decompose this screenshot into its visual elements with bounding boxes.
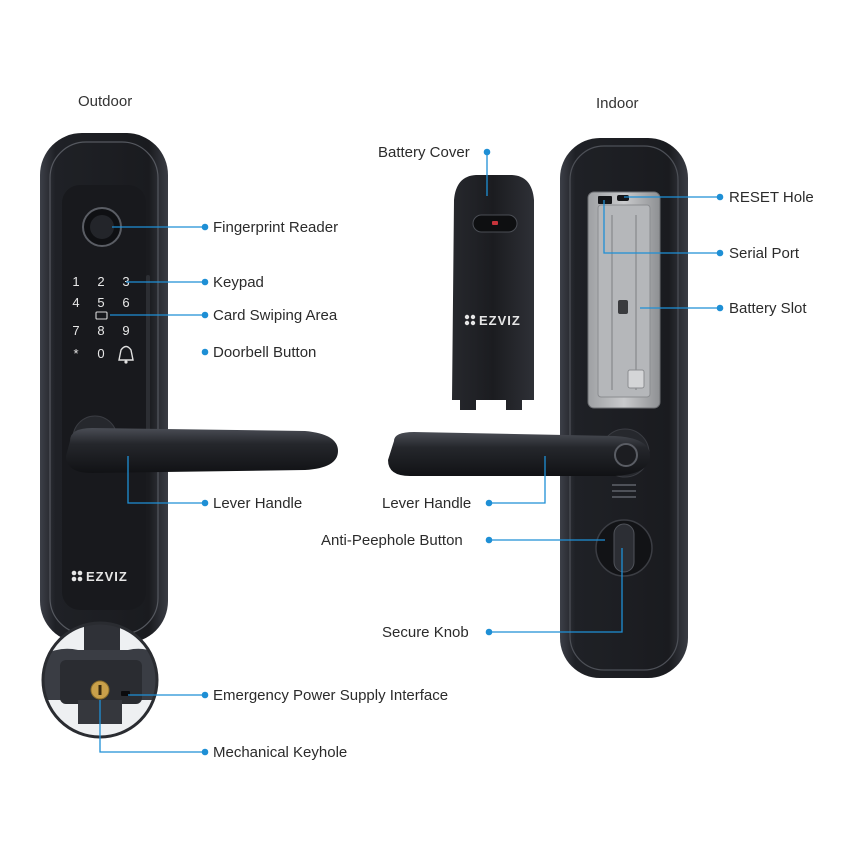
outdoor-front-panel xyxy=(62,185,146,610)
outdoor-lever-handle[interactable] xyxy=(66,428,338,473)
key-8[interactable]: 8 xyxy=(97,323,104,338)
label-reset-hole: RESET Hole xyxy=(729,189,814,206)
indoor-lock xyxy=(560,138,688,678)
key-6[interactable]: 6 xyxy=(122,295,129,310)
label-keypad: Keypad xyxy=(213,274,264,291)
secure-knob[interactable] xyxy=(613,523,635,573)
label-battery-cover: Battery Cover xyxy=(378,144,470,161)
label-anti-peephole: Anti-Peephole Button xyxy=(321,532,463,549)
outdoor-ezviz-logo: EZVIZ xyxy=(71,569,128,584)
label-secure-knob: Secure Knob xyxy=(382,624,469,641)
key-2[interactable]: 2 xyxy=(97,274,104,289)
label-lever-handle-outdoor: Lever Handle xyxy=(213,495,302,512)
indoor-lever-handle[interactable] xyxy=(388,432,650,476)
battery-cover[interactable]: EZVIZ xyxy=(452,175,534,410)
label-mechanical-keyhole: Mechanical Keyhole xyxy=(213,744,347,761)
label-emergency-power: Emergency Power Supply Interface xyxy=(213,687,448,704)
key-star[interactable]: * xyxy=(73,346,78,361)
indoor-leaders xyxy=(483,148,724,636)
key-0[interactable]: 0 xyxy=(97,346,104,361)
card-icon xyxy=(95,311,108,320)
outdoor-leaders xyxy=(99,223,209,756)
label-serial-port: Serial Port xyxy=(729,245,800,262)
emergency-power-port[interactable] xyxy=(121,691,130,696)
reset-hole[interactable] xyxy=(617,195,629,201)
doorbell-icon[interactable] xyxy=(118,345,134,364)
key-5[interactable]: 5 xyxy=(97,295,104,310)
serial-port[interactable] xyxy=(598,196,612,204)
cover-brand-text: EZVIZ xyxy=(479,313,521,328)
key-7[interactable]: 7 xyxy=(72,323,79,338)
outdoor-lock: 1 2 3 4 5 6 7 8 9 * 0 EZVIZ xyxy=(40,133,168,643)
label-doorbell-button: Doorbell Button xyxy=(213,344,316,361)
cover-ezviz-logo: EZVIZ xyxy=(464,313,521,328)
outdoor-brand-text: EZVIZ xyxy=(86,569,128,584)
label-fingerprint-reader: Fingerprint Reader xyxy=(213,219,338,236)
key-9[interactable]: 9 xyxy=(122,323,129,338)
indoor-heading: Indoor xyxy=(596,95,639,112)
outdoor-heading: Outdoor xyxy=(78,93,132,110)
label-lever-handle-indoor: Lever Handle xyxy=(382,495,471,512)
key-4[interactable]: 4 xyxy=(72,295,79,310)
label-card-swiping-area: Card Swiping Area xyxy=(213,307,338,324)
key-1[interactable]: 1 xyxy=(72,274,79,289)
label-battery-slot: Battery Slot xyxy=(729,300,807,317)
